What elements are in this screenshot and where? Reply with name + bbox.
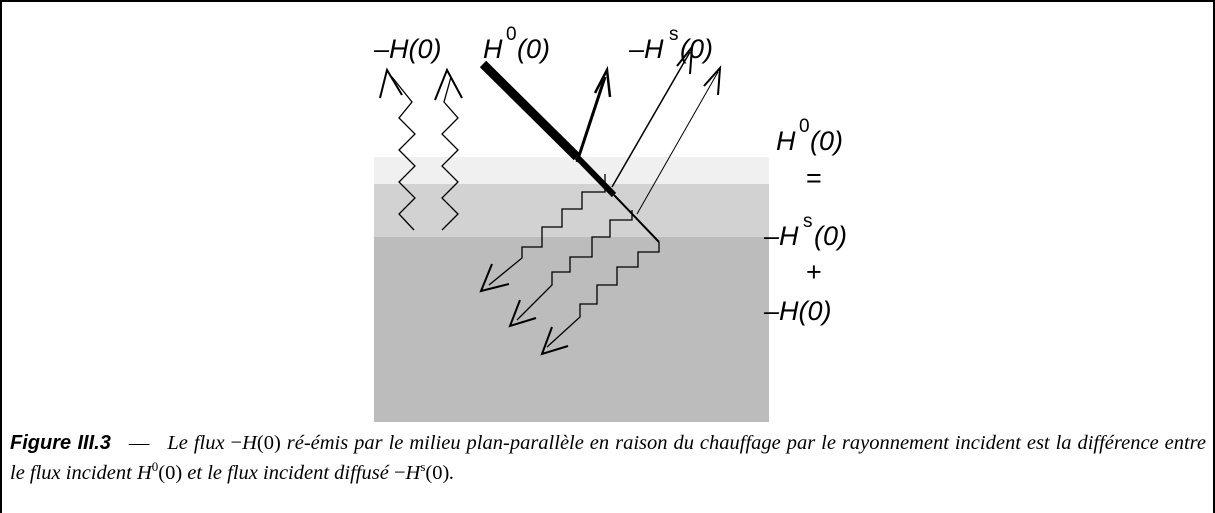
svg-text:–H: –H (628, 34, 664, 64)
svg-text:0: 0 (506, 24, 517, 45)
diffusion-staircase-1 (479, 174, 606, 293)
svg-text:(0): (0) (814, 221, 847, 251)
caption-text: et le flux incident diffusé (182, 462, 394, 484)
caption-math-var: H (136, 462, 152, 484)
reemission-zigzag-1 (379, 67, 416, 231)
surface-layer-top (374, 157, 769, 184)
caption-math-arg: (0) (158, 462, 183, 484)
svg-text:H: H (483, 34, 503, 64)
diffusion-staircase-2 (508, 210, 633, 328)
caption-text: Le flux (167, 432, 231, 454)
svg-text:H: H (776, 126, 796, 156)
incident-flux-beam-inside (574, 154, 617, 198)
caption-math-var: H (242, 432, 257, 454)
label-reemitted-flux: –H(0) (373, 34, 442, 64)
figure-diagram: –H(0) H 0 (0) –H s (0) H 0 (0) = –H s (0… (373, 24, 847, 422)
equation-scattered-flux: –H s (0) (763, 211, 847, 251)
label-scattered-flux: –H s (0) (628, 24, 713, 64)
scattered-arrow-2 (611, 43, 694, 188)
caption-dash: — (128, 432, 150, 454)
reemission-zigzag-2 (434, 67, 463, 231)
equation-reemitted-flux: –H(0) (763, 296, 832, 326)
figure-caption: Figure III.3—Le flux −H(0) ré-émis par l… (10, 428, 1206, 488)
incident-flux-beam (479, 60, 581, 161)
svg-text:(0): (0) (810, 126, 843, 156)
caption-math-sup: 0 (151, 459, 159, 475)
svg-text:0: 0 (799, 116, 810, 137)
scattered-arrow-1 (575, 65, 612, 163)
equation-incident-flux: H 0 (0) (776, 116, 843, 156)
caption-math-sup: s (420, 459, 426, 475)
equation-plus: + (806, 257, 822, 287)
surface-layer-middle (374, 184, 769, 237)
medium-bulk (374, 237, 769, 422)
diffusion-staircase-3 (540, 242, 660, 356)
svg-text:s: s (803, 211, 813, 232)
caption-math-arg: (0) (256, 432, 281, 454)
svg-text:–H: –H (763, 221, 799, 251)
caption-math-arg: (0) (425, 462, 450, 484)
caption-text: ré-émis par le milieu plan-parallèle en … (10, 432, 1206, 484)
scattered-arrow-3 (636, 65, 722, 215)
caption-math-sign: − (230, 432, 243, 454)
incident-flux-beam-deep (613, 194, 660, 243)
equation-equals: = (806, 163, 822, 193)
caption-math-sign: − (393, 462, 406, 484)
svg-text:(0): (0) (680, 34, 713, 64)
caption-math-var: H (405, 462, 421, 484)
svg-text:s: s (669, 24, 679, 45)
caption-label: Figure III.3 (10, 432, 111, 454)
caption-text: . (449, 462, 455, 484)
svg-text:(0): (0) (517, 34, 550, 64)
label-incident-flux: H 0 (0) (483, 24, 550, 64)
